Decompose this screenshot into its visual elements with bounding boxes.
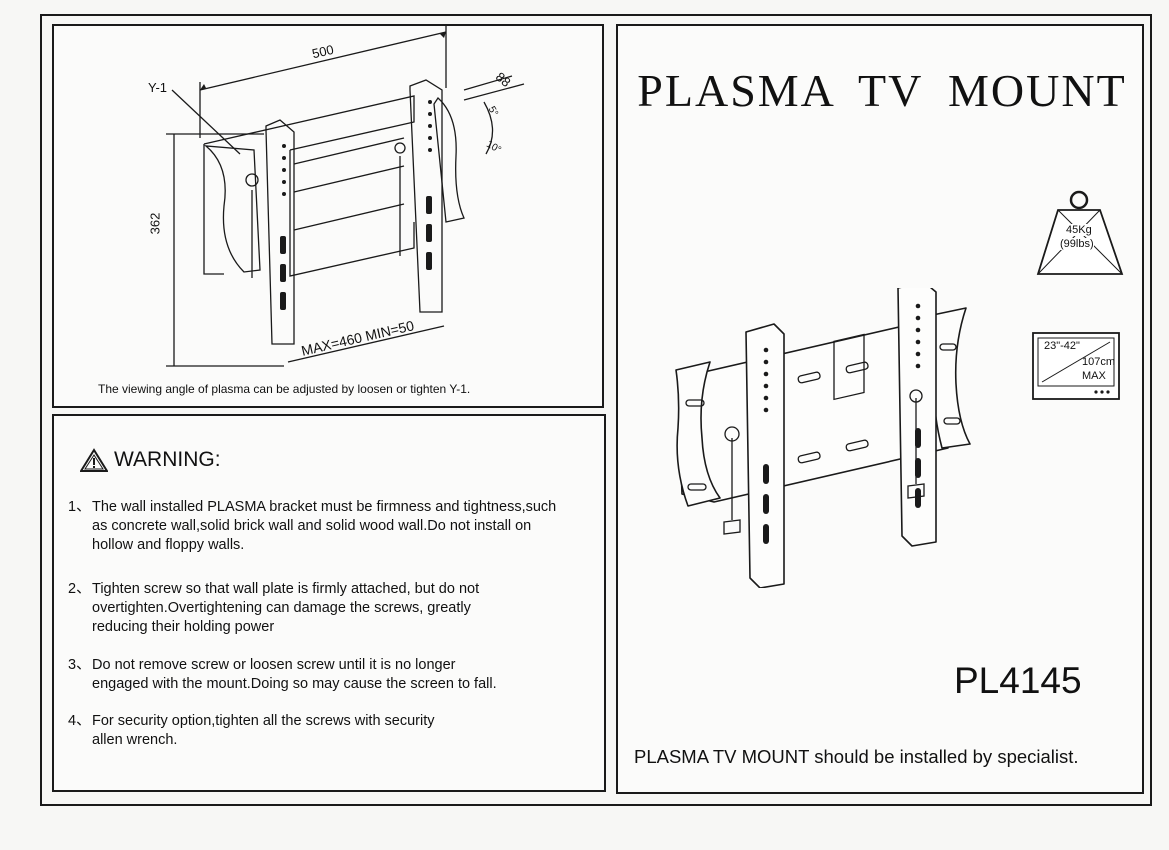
weight-capacity-badge: 45Kg (99lbs)	[1036, 190, 1126, 280]
warning-item: 1、 The wall installed PLASMA bracket mus…	[68, 498, 598, 555]
product-panel: PLASMA TV MOUNT 45Kg (99lbs) 23"-42" 107…	[616, 24, 1144, 794]
weight-lbs-label: (99lbs)	[1060, 238, 1094, 250]
y1-part-label: Y-1	[148, 80, 168, 95]
product-title: PLASMA TV MOUNT	[637, 65, 1127, 116]
warning-item: 4、 For security option,tighten all the s…	[68, 712, 598, 750]
model-number: PL4145	[954, 660, 1082, 701]
warning-item-number: 2、	[68, 581, 91, 597]
warning-triangle-icon	[80, 448, 108, 472]
warning-item: 2、 Tighten screw so that wall plate is f…	[68, 580, 598, 637]
warning-heading-row: WARNING:	[80, 448, 221, 472]
screen-size-icon	[1032, 332, 1120, 400]
warning-item-text: Do not remove screw or loosen screw unti…	[92, 657, 497, 692]
warning-item-text: For security option,tighten all the scre…	[92, 713, 435, 748]
diagram-caption: The viewing angle of plasma can be adjus…	[98, 382, 471, 396]
screen-size-range: 23"-42"	[1044, 340, 1080, 352]
mount-illustration	[675, 288, 971, 588]
screen-size-max: MAX	[1082, 370, 1106, 382]
height-dimension: 362	[147, 212, 163, 235]
warning-panel: WARNING: 1、 The wall installed PLASMA br…	[52, 414, 606, 792]
bracket-dimension-drawing	[166, 26, 525, 367]
warning-item-number: 4、	[68, 713, 91, 729]
warning-item-number: 3、	[68, 657, 91, 673]
warning-item-text: Tighten screw so that wall plate is firm…	[92, 581, 480, 635]
diagram-panel: 500 88 362 Y-1 5° 10° MAX=460 MIN=50 The…	[52, 24, 604, 408]
installation-note: PLASMA TV MOUNT should be installed by s…	[634, 746, 1079, 767]
warning-item-text: The wall installed PLASMA bracket must b…	[92, 499, 557, 553]
weight-kg-label: 45Kg	[1066, 224, 1092, 236]
warning-heading: WARNING:	[114, 448, 221, 471]
document-frame	[40, 14, 1152, 806]
warning-item-number: 1、	[68, 499, 91, 515]
warning-item: 3、 Do not remove screw or loosen screw u…	[68, 656, 598, 694]
screen-size-cm: 107cm	[1082, 356, 1116, 368]
screen-size-badge: 23"-42" 107cm MAX	[1032, 332, 1120, 400]
